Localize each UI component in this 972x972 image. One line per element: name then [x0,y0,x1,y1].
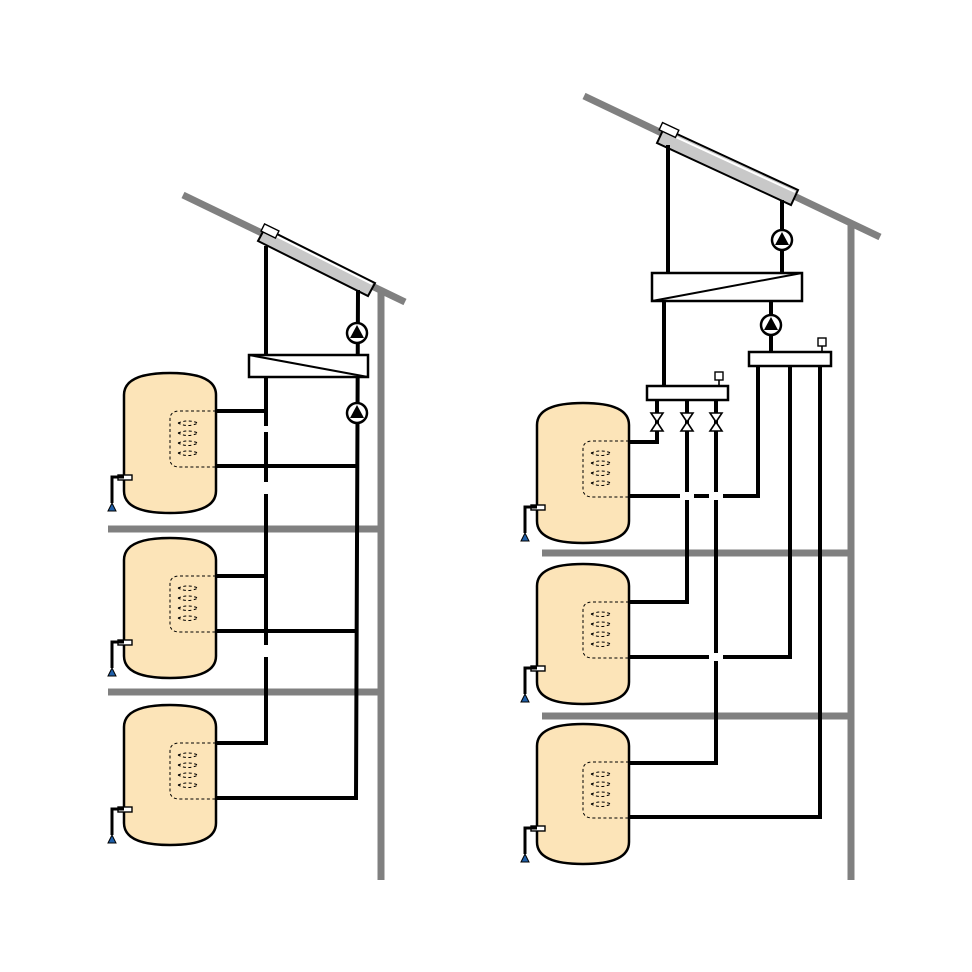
storage-tank-icon [519,722,631,866]
pump-icon [345,401,369,425]
storage-tank-icon [519,401,631,545]
right-supply-tank-2 [628,400,689,604]
right-supply-tank-3 [628,400,718,765]
heat-exchanger-icon [650,271,804,303]
right-return-tank-3 [628,366,822,819]
storage-tank-icon [519,562,631,706]
left-supply-riser [216,246,268,745]
valve-icon [680,412,694,432]
storage-tank-icon [106,371,218,515]
storage-tank-icon [106,536,218,680]
valve-icon [709,412,723,432]
right-return-tank-1 [628,366,760,498]
pump-icon [770,228,794,252]
left-system [106,191,407,880]
air-vent-icon [817,337,827,347]
return-manifold [747,337,833,368]
pump-icon [345,321,369,345]
heat-exchanger-icon [247,353,370,379]
right-supply-tank-1 [628,400,659,444]
right-return-tank-2 [628,366,792,659]
air-vent-icon [714,371,724,381]
storage-tank-icon [106,703,218,847]
valve-icon [650,412,664,432]
pump-icon [759,313,783,337]
solar-collector-icon [655,121,800,207]
left-return-riser [216,289,360,800]
supply-manifold [645,371,730,402]
solar-collector-icon [256,222,377,298]
right-system [519,92,882,880]
